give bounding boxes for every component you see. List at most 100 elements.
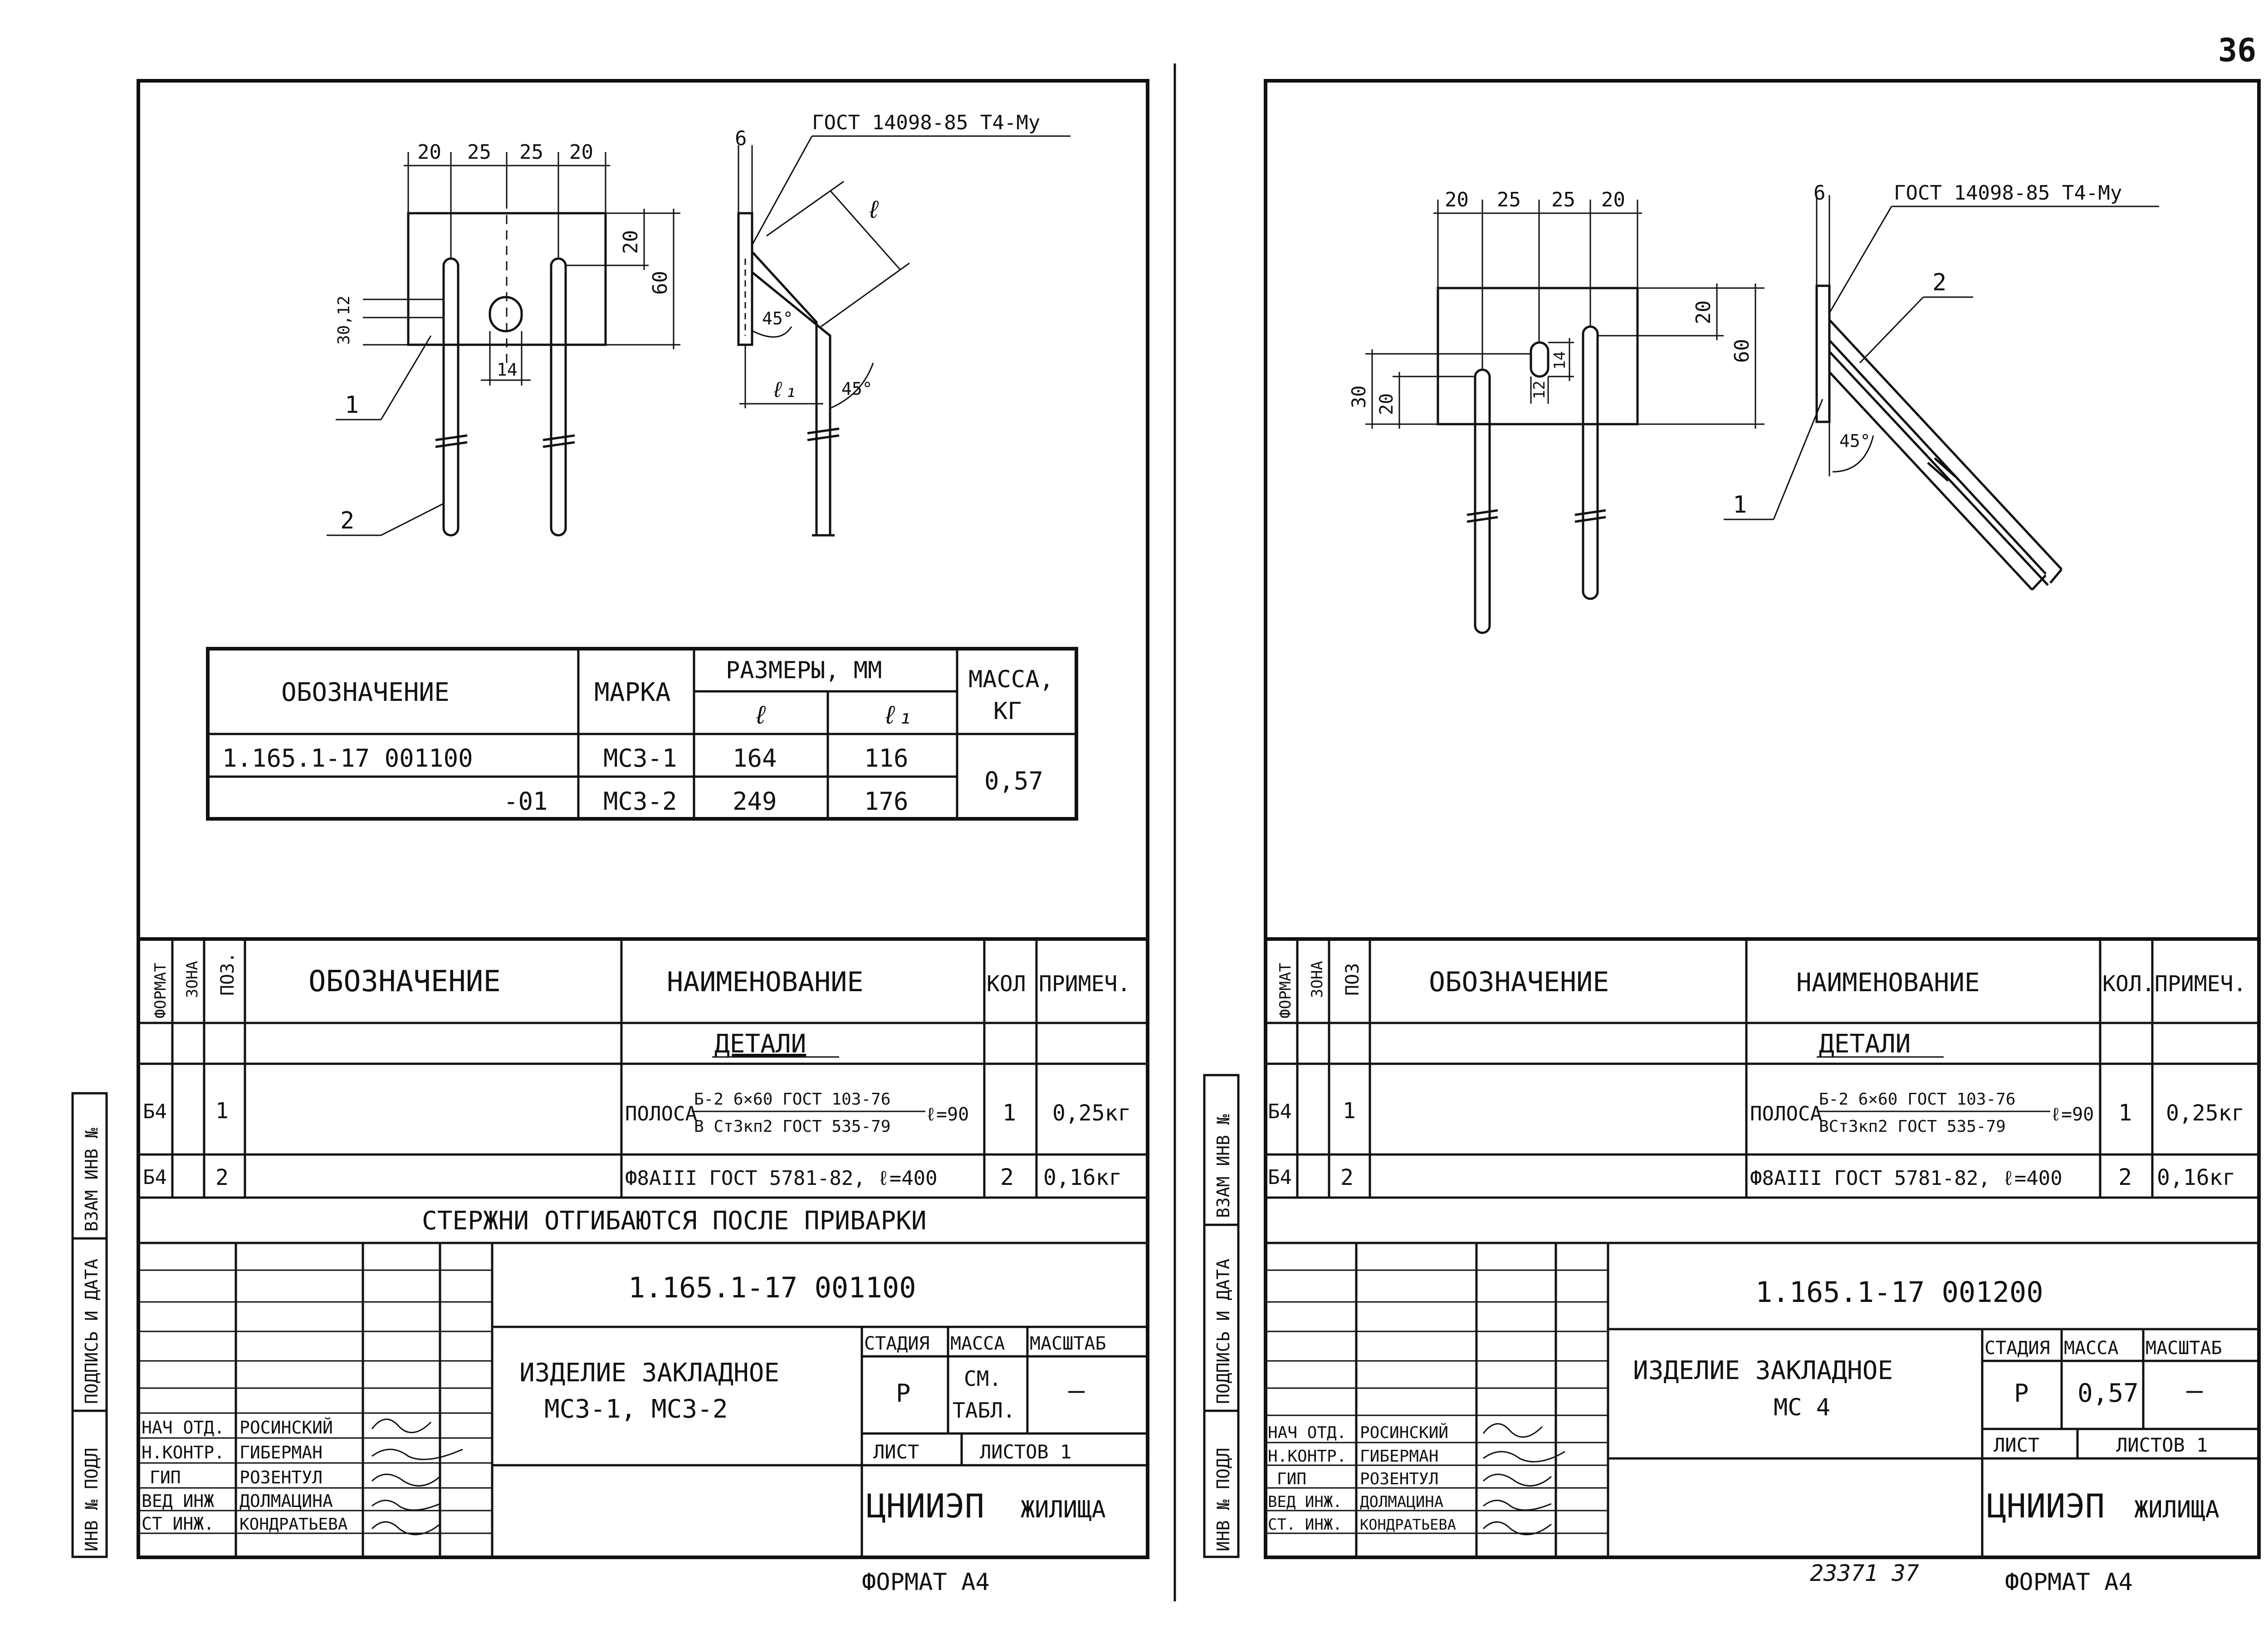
right-dim-30: 30 xyxy=(1348,385,1370,408)
right-stud-b xyxy=(1582,325,1599,600)
left-spec-section: ДЕТАЛИ xyxy=(714,1029,806,1059)
right-tb-code: 1.165.1-17 001200 xyxy=(1755,1276,2043,1309)
right-staff-name-2: ГИБЕРМАН xyxy=(1360,1447,1438,1466)
right-spec-row2-pos: 2 xyxy=(1340,1165,1354,1190)
left-pos-2: 2 xyxy=(340,507,354,534)
right-side-view: 6 ГОСТ 14098-85 Т4-Му 2 1 45° xyxy=(1724,181,2159,591)
left-spec-row2-name: Ф8АIII ГОСТ 5781-82, ℓ=400 xyxy=(625,1167,938,1190)
left-table-row2-mark: МСЗ-2 xyxy=(603,787,677,816)
left-side-label-vzam: ВЗАМ ИНВ № xyxy=(82,1128,102,1232)
left-table-h-l: ℓ xyxy=(753,700,768,730)
left-table-mass: 0,57 xyxy=(984,767,1043,795)
right-staff-role-5: СТ. ИНЖ. xyxy=(1268,1516,1342,1534)
left-angle-b: 45° xyxy=(841,379,873,399)
left-slot xyxy=(489,296,523,333)
right-side-label-inv: ИНВ № ПОДЛ xyxy=(1213,1448,1233,1551)
right-staff-role-2: Н.КОНТР. xyxy=(1268,1447,1346,1466)
right-tb-title-2: МС 4 xyxy=(1774,1394,1830,1421)
left-gost-weld: ГОСТ 14098-85 Т4-Му xyxy=(812,111,1040,134)
left-dim-30-12: 30,12 xyxy=(335,296,353,345)
right-format: ФОРМАТ А4 xyxy=(2005,1569,2133,1596)
left-staff-role-5: СТ ИНЖ. xyxy=(142,1514,214,1534)
right-pos-2: 2 xyxy=(1932,269,1946,296)
left-table-h-mark: МАРКА xyxy=(594,678,671,707)
left-spec-row2-pos: 2 xyxy=(215,1165,229,1190)
right-spec-h-format: ФОРМАТ xyxy=(1276,963,1295,1018)
left-dim-l: ℓ xyxy=(866,195,881,224)
left-staff-role-1: НАЧ ОТД. xyxy=(142,1418,225,1438)
left-table-row1-mark: МСЗ-1 xyxy=(603,744,677,773)
left-side-margin: ИНВ № ПОДЛ ПОДПИСЬ И ДАТА ВЗАМ ИНВ № xyxy=(71,1092,108,1558)
left-spec-row1-note: 0,25кг xyxy=(1052,1101,1131,1126)
left-title-block: НАЧ ОТД. РОСИНСКИЙ Н.КОНТР. ГИБЕРМАН ГИП… xyxy=(138,1243,1148,1557)
left-spec-row2-note: 0,16кг xyxy=(1043,1165,1122,1190)
left-spec-row1-qty: 1 xyxy=(1002,1100,1016,1126)
right-staff-name-5: КОНДРАТЬЕВА xyxy=(1360,1516,1456,1533)
right-spec-row1-frac-bottom: ВСт3кп2 ГОСТ 535-79 xyxy=(1819,1117,2006,1136)
right-side-label-vzam: ВЗАМ ИНВ № xyxy=(1213,1114,1233,1218)
right-sheet: ИНВ № ПОДЛ ПОДПИСЬ И ДАТА ВЗАМ ИНВ № 20 … xyxy=(1203,79,2261,1596)
right-dim-20: 20 xyxy=(1692,300,1715,324)
left-spec-row1-frac-bottom: В Ст3кп2 ГОСТ 535-79 xyxy=(694,1117,890,1136)
left-dim-top-3: 25 xyxy=(519,141,543,164)
right-spec-h-zone: ЗОНА xyxy=(1308,961,1326,998)
left-tb-h-mass: МАССА xyxy=(950,1333,1005,1354)
right-dim-top-2: 25 xyxy=(1497,188,1521,211)
left-spec-row1-name-suffix: ℓ=90 xyxy=(925,1104,969,1125)
right-tb-org-2: ЖИЛИЩА xyxy=(2134,1496,2219,1523)
right-pos-1: 1 xyxy=(1733,491,1747,519)
left-spec-row2-qty: 2 xyxy=(1000,1164,1014,1190)
left-spec-table: ФОРМАТ ЗОНА ПОЗ. ОБОЗНАЧЕНИЕ НАИМЕНОВАНИ… xyxy=(138,937,1148,1244)
left-tb-sheet: ЛИСТ xyxy=(873,1441,919,1463)
right-dim-top-4: 20 xyxy=(1601,188,1625,211)
left-spec-h-qty: КОЛ xyxy=(987,971,1026,997)
left-staff-role-3: ГИП xyxy=(150,1468,181,1487)
left-staff-name-1: РОСИНСКИЙ xyxy=(240,1418,333,1438)
left-dim-l1: ℓ₁ xyxy=(771,377,797,402)
right-spec-section: ДЕТАЛИ xyxy=(1819,1029,1911,1059)
right-tb-org-1: ЦНИИЭП xyxy=(1987,1487,2105,1525)
left-table-row2-designation: -01 xyxy=(503,787,548,816)
right-dim-20b: 20 xyxy=(1376,393,1397,415)
right-tb-scale: — xyxy=(2186,1375,2203,1406)
left-table-row1-designation: 1.165.1-17 001100 xyxy=(222,744,473,773)
right-spec-row1-name-prefix: ПОЛОСА xyxy=(1750,1102,1822,1125)
right-tb-sheets: ЛИСТОВ 1 xyxy=(2116,1434,2208,1456)
right-spec-row2-name: Ф8АIII ГОСТ 5781-82, ℓ=400 xyxy=(1750,1167,2063,1190)
left-table-row1-l1: 116 xyxy=(864,744,909,773)
left-dim-top-4: 20 xyxy=(569,141,593,164)
right-side-label-sign: ПОДПИСЬ И ДАТА xyxy=(1213,1259,1233,1404)
right-staff-name-4: ДОЛМАЦИНА xyxy=(1360,1493,1443,1511)
right-dim-12: 12 xyxy=(1530,381,1549,399)
right-angle: 45° xyxy=(1839,431,1871,451)
left-tb-scale: — xyxy=(1068,1375,1085,1406)
left-dim-top-2: 25 xyxy=(467,141,491,164)
left-frame xyxy=(137,79,1149,1559)
left-table-row2-l1: 176 xyxy=(864,787,909,816)
left-size-table: ОБОЗНАЧЕНИЕ МАРКА РАЗМЕРЫ, ММ ℓ ℓ₁ МАССА… xyxy=(206,647,1078,821)
right-staff-name-1: РОСИНСКИЙ xyxy=(1360,1423,1448,1442)
right-spec-row2-note: 0,16кг xyxy=(2157,1165,2235,1190)
left-table-h-mass-unit: КГ xyxy=(993,698,1022,725)
left-tb-title-1: ИЗДЕЛИЕ ЗАКЛАДНОЕ xyxy=(519,1358,779,1388)
right-spec-h-designation: ОБОЗНАЧЕНИЕ xyxy=(1429,966,1609,998)
left-spec-row1-format: Б4 xyxy=(143,1100,167,1123)
left-table-row1-l: 164 xyxy=(733,744,777,773)
left-side-label-inv: ИНВ № ПОДЛ xyxy=(82,1448,102,1551)
left-table-h-designation: ОБОЗНАЧЕНИЕ xyxy=(281,678,450,707)
right-spec-table: ФОРМАТ ЗОНА ПОЗ ОБОЗНАЧЕНИЕ НАИМЕНОВАНИЕ… xyxy=(1266,937,2259,1244)
left-stud-b xyxy=(550,257,567,537)
left-spec-remark: СТЕРЖНИ ОТГИБАЮТСЯ ПОСЛЕ ПРИВАРКИ xyxy=(422,1206,927,1236)
right-spec-row2-format: Б4 xyxy=(1268,1166,1292,1189)
right-dim-14: 14 xyxy=(1551,351,1569,370)
left-dim-top-1: 20 xyxy=(417,141,441,164)
right-staff-role-3: ГИП xyxy=(1277,1470,1306,1488)
right-gost-weld: ГОСТ 14098-85 Т4-Му xyxy=(1894,181,2122,205)
right-dim-top-3: 25 xyxy=(1551,188,1575,211)
left-staff-name-3: РОЗЕНТУЛ xyxy=(240,1468,323,1487)
left-sheet: ИНВ № ПОДЛ ПОДПИСЬ И ДАТА ВЗАМ ИНВ № 20 … xyxy=(71,79,1149,1596)
left-side-label-sign: ПОДПИСЬ И ДАТА xyxy=(82,1259,102,1404)
right-staff-role-1: НАЧ ОТД. xyxy=(1268,1424,1346,1442)
left-table-h-sizes: РАЗМЕРЫ, ММ xyxy=(726,657,882,684)
right-plate-side xyxy=(1815,284,1831,423)
